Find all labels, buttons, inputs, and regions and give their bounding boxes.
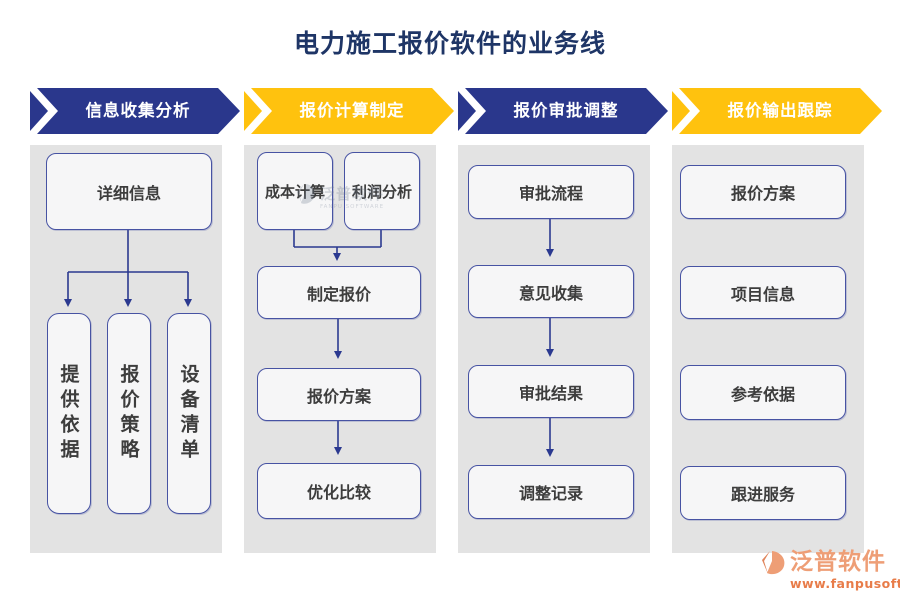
flow-box-formulate-quote: 制定报价	[257, 266, 421, 319]
flow-box-quote-strategy: 报价策略	[107, 313, 151, 514]
flow-box-quote-plan: 报价方案	[257, 368, 421, 421]
flow-box-approval-result: 审批结果	[468, 365, 634, 418]
flow-box-cost-calculation: 成本计算	[257, 152, 333, 230]
header-label: 报价计算制定	[299, 101, 405, 120]
flow-box-quote-plan-output: 报价方案	[680, 165, 846, 219]
flow-box-equipment-list: 设备清单	[167, 313, 211, 514]
flow-box-label: 优化比较	[306, 483, 371, 502]
flow-box-opinion-collection: 意见收集	[468, 265, 634, 318]
flow-box-follow-up-service: 跟进服务	[680, 466, 846, 520]
chevron-arrow-icon	[244, 88, 454, 134]
fanpu-brand-name: 泛普软件	[790, 549, 886, 575]
flow-box-label: 成本计算	[264, 182, 325, 201]
chevron-arrow-icon	[30, 88, 240, 134]
flow-box-label: 审批结果	[518, 383, 583, 403]
header-arrow-quote-approval: 报价审批调整	[458, 88, 668, 134]
header-label: 信息收集分析	[85, 101, 191, 120]
header-arrow-quote-calculation: 报价计算制定	[244, 88, 454, 134]
flow-box-label: 设备清单	[177, 363, 200, 464]
fanpu-logo: 泛普软件 www.fanpusoft.com	[760, 549, 900, 591]
flow-box-label: 提供依据	[57, 363, 80, 464]
fanpu-logo-icon	[762, 551, 785, 575]
flow-box-label: 利润分析	[351, 182, 412, 201]
flow-box-approval-process: 审批流程	[468, 165, 634, 219]
flow-box-profit-analysis: 利润分析	[344, 152, 420, 230]
flow-box-label: 报价方案	[306, 386, 371, 406]
flow-box-label: 详细信息	[96, 183, 161, 203]
flow-box-reference-basis: 参考依据	[680, 365, 846, 420]
flow-box-label: 审批流程	[518, 184, 583, 203]
flow-box-label: 项目信息	[730, 284, 795, 304]
flow-box-adjustment-record: 调整记录	[468, 465, 634, 519]
header-label: 报价审批调整	[513, 101, 619, 120]
page-title: 电力施工报价软件的业务线	[293, 29, 606, 58]
chevron-arrow-icon	[672, 88, 882, 134]
flow-box-label: 跟进服务	[730, 485, 795, 504]
fanpu-logo-text: 泛普软件 www.fanpusoft.com	[790, 549, 900, 591]
flow-box-project-info: 项目信息	[680, 266, 846, 319]
header-label: 报价输出跟踪	[727, 101, 833, 120]
flow-box-label: 报价方案	[730, 184, 795, 203]
flow-box-label: 制定报价	[306, 284, 371, 304]
flow-box-label: 意见收集	[518, 283, 583, 303]
flow-box-detail-info: 详细信息	[46, 153, 212, 230]
header-arrow-info-collection: 信息收集分析	[30, 88, 240, 134]
flow-box-label: 参考依据	[730, 384, 795, 404]
flow-box-provide-basis: 提供依据	[47, 313, 91, 514]
flow-box-optimize-compare: 优化比较	[257, 463, 421, 519]
flow-box-label: 报价策略	[117, 363, 140, 464]
flow-box-label: 调整记录	[518, 484, 583, 503]
header-arrow-quote-output: 报价输出跟踪	[672, 88, 882, 134]
fanpu-brand-url: www.fanpusoft.com	[790, 576, 900, 591]
chevron-arrow-icon	[458, 88, 668, 134]
